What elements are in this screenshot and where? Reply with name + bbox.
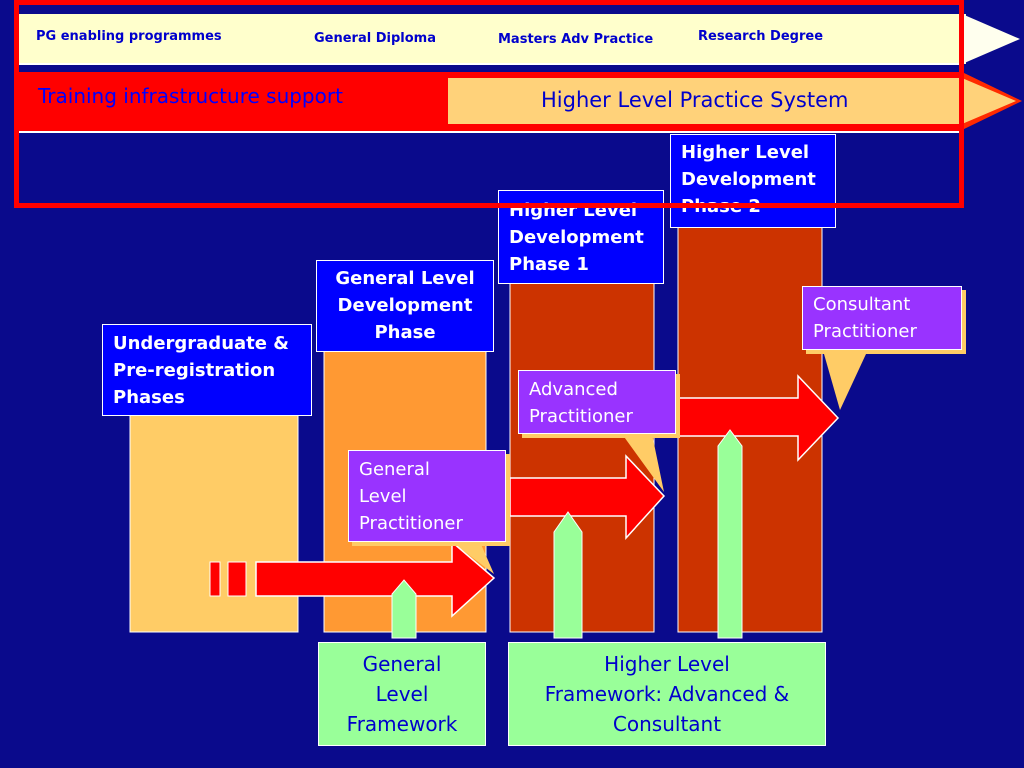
header-research: Research Degree <box>698 29 824 44</box>
higher1-line-2: Development <box>509 227 644 248</box>
practice-system-band <box>448 78 964 124</box>
advanced-practitioner-callout: Advanced Practitioner <box>518 370 676 434</box>
higher1-line-3: Phase 1 <box>509 254 589 275</box>
undergrad-line-3: Phases <box>113 387 185 408</box>
arrow-to-general-level <box>255 540 496 618</box>
consultant-practitioner-callout: Consultant Practitioner <box>802 286 962 350</box>
column-undergrad <box>129 407 299 633</box>
general-phase-line-2: Development <box>337 295 473 316</box>
higher-framework-line-1: Higher Level <box>604 652 730 676</box>
practice-system-arrowhead <box>962 78 1016 124</box>
green-arrow-higher1 <box>553 511 583 639</box>
general-framework-box: General Level Framework <box>318 642 486 746</box>
general-phase-line-3: Phase <box>374 322 436 343</box>
general-framework-line-2: Level <box>375 682 429 706</box>
arrow-stub-1 <box>209 561 221 597</box>
header-pg-enabling: PG enabling programmes <box>36 29 222 44</box>
undergrad-line-1: Undergraduate & <box>113 333 289 354</box>
advanced-practitioner-line-1: Advanced <box>529 379 618 400</box>
consultant-practitioner-callout-tail <box>824 354 866 410</box>
general-phase-line-1: General Level <box>335 268 475 289</box>
arrow-to-higher-level-1 <box>509 454 666 540</box>
header-masters: Masters Adv Practice <box>498 32 654 47</box>
higher-framework-box: Higher Level Framework: Advanced & Consu… <box>508 642 826 746</box>
higher2-line-1: Higher Level <box>681 142 810 163</box>
arrow-stub-2 <box>227 561 247 597</box>
higher-framework-line-2: Framework: Advanced & <box>544 682 790 706</box>
green-arrow-general <box>391 579 417 639</box>
higher2-phase-box: Higher Level Development Phase 2 <box>670 134 836 228</box>
consultant-practitioner-line-2: Practitioner <box>813 321 917 342</box>
advanced-practitioner-line-2: Practitioner <box>529 406 633 427</box>
training-infrastructure-label: Training infrastructure support <box>38 84 343 108</box>
general-practitioner-callout-tail <box>452 542 494 574</box>
general-practitioner-line-2: Level <box>359 486 407 507</box>
higher-framework-line-3: Consultant <box>612 712 722 736</box>
general-phase-box: General Level Development Phase <box>316 260 494 352</box>
consultant-practitioner-line-1: Consultant <box>813 294 911 315</box>
undergrad-line-2: Pre-registration <box>113 360 276 381</box>
higher2-line-2: Development <box>681 169 816 190</box>
general-practitioner-line-1: General <box>359 459 430 480</box>
header-general-diploma: General Diploma <box>314 31 436 46</box>
green-arrow-higher2 <box>717 429 743 639</box>
arrow-to-higher-level-2 <box>677 374 840 462</box>
higher1-phase-box: Higher Level Development Phase 1 <box>498 190 664 284</box>
header-band-arrowhead <box>962 14 1020 64</box>
general-framework-line-3: Framework <box>346 712 458 736</box>
advanced-practitioner-callout-tail <box>622 434 664 492</box>
higher1-line-1: Higher Level <box>509 200 638 221</box>
undergrad-phase-box: Undergraduate & Pre-registration Phases <box>102 324 312 416</box>
general-practitioner-callout: General Level Practitioner <box>348 450 506 542</box>
general-practitioner-line-3: Practitioner <box>359 513 463 534</box>
higher2-line-3: Phase 2 <box>681 196 761 217</box>
general-framework-line-1: General <box>362 652 442 676</box>
practice-system-label: Higher Level Practice System <box>541 88 849 112</box>
header-band <box>18 14 966 64</box>
